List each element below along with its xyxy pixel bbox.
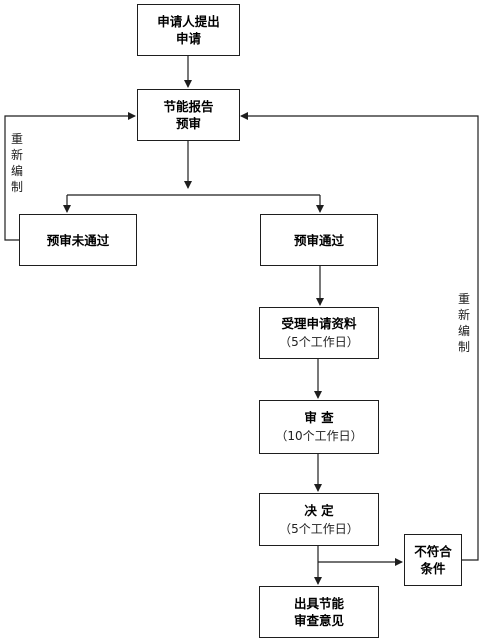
- node-prereview-fail: 预审未通过: [19, 214, 137, 266]
- node-review-duration: （10个工作日）: [275, 429, 363, 443]
- node-issue-title: 出具节能 审查意见: [293, 596, 344, 628]
- node-review-title: 审 查: [304, 410, 334, 425]
- node-prereview-pass-title: 预审通过: [293, 232, 344, 248]
- node-noncompliant-title: 不符合 条件: [414, 544, 452, 576]
- node-prereview-pass: 预审通过: [260, 214, 378, 266]
- label-reedit-left: 重新编制: [10, 132, 23, 194]
- node-prereview-title: 节能报告 预审: [163, 99, 214, 131]
- node-review: 审 查 （10个工作日）: [259, 400, 379, 454]
- node-noncompliant: 不符合 条件: [404, 534, 462, 586]
- label-reedit-right: 重新编制: [457, 292, 470, 354]
- node-accept-duration: （5个工作日）: [279, 335, 359, 349]
- node-decision-duration: （5个工作日）: [279, 521, 359, 536]
- loop-reedit-left: [4, 112, 136, 241]
- node-apply: 申请人提出 申请: [137, 4, 240, 56]
- node-prereview-fail-title: 预审未通过: [46, 232, 110, 248]
- node-decision-title: 决 定: [304, 502, 334, 518]
- node-prereview: 节能报告 预审: [137, 89, 240, 141]
- node-issue: 出具节能 审查意见: [259, 586, 379, 638]
- node-accept: 受理申请资料 （5个工作日）: [259, 307, 379, 359]
- node-apply-title: 申请人提出 申请: [157, 14, 220, 46]
- node-accept-title: 受理申请资料: [281, 316, 357, 331]
- node-decision: 决 定 （5个工作日）: [259, 493, 379, 546]
- loop-reedit-right: [240, 112, 479, 561]
